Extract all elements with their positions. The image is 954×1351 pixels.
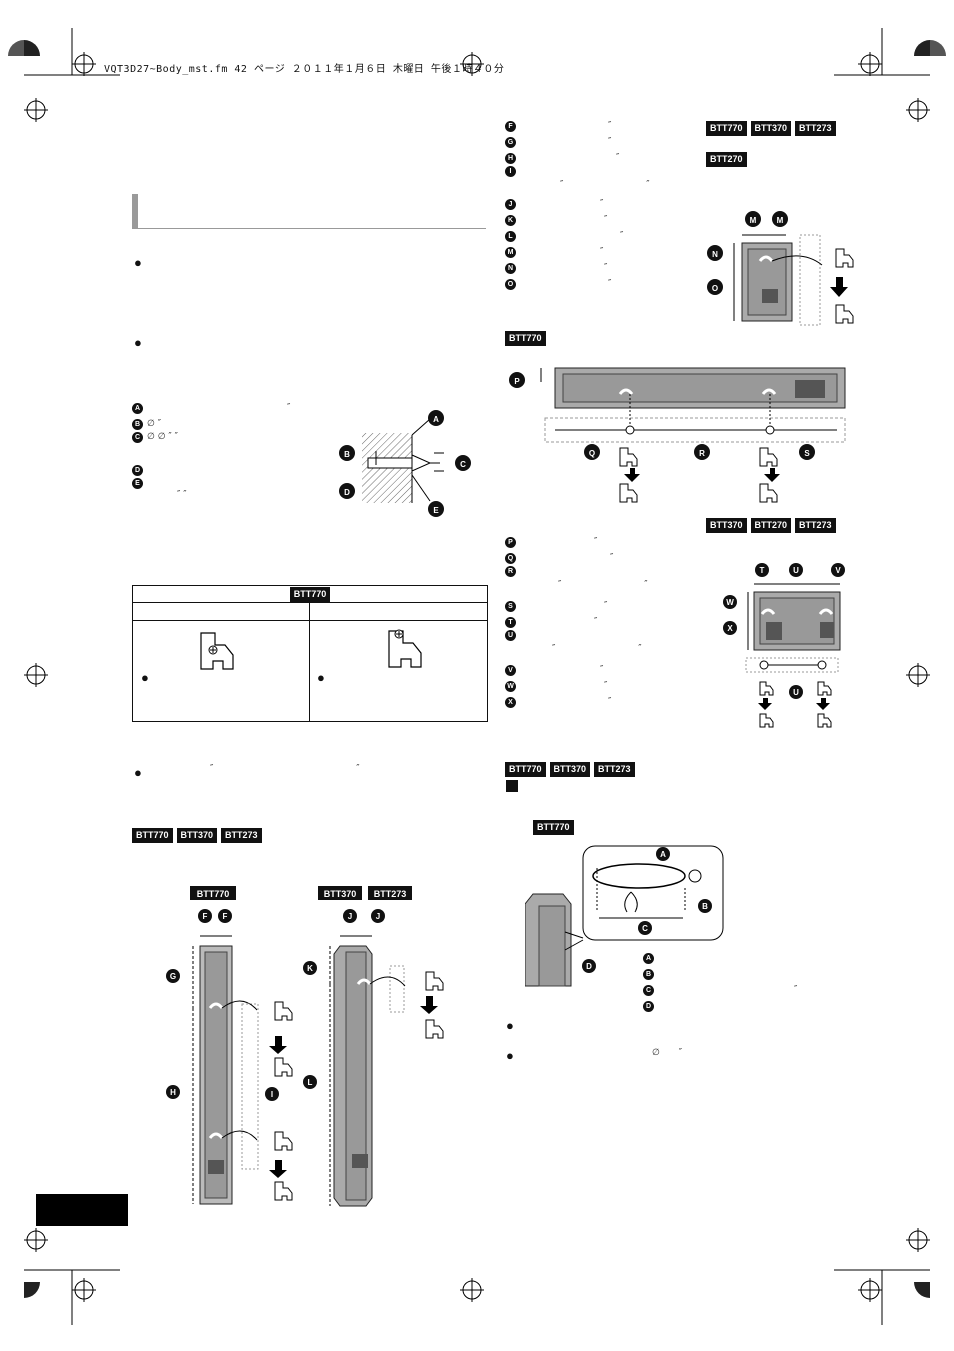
diagram-letter-x: X — [727, 624, 733, 633]
diagram-letter-t: T — [760, 566, 765, 575]
tag-btt770-diagram: BTT770 — [197, 889, 230, 899]
tag-btt770-left: BTT770 — [132, 828, 173, 843]
label-d: D — [132, 464, 143, 476]
screw-label-list: A″ B∅ ″ C∅ ∅ ″ ″ D E″ ″ — [132, 400, 322, 504]
model-tags-row-sub: BTT370 BTT270 BTT273 — [706, 518, 836, 533]
subheading-square — [506, 780, 518, 792]
sub-label-list: P″ Q″ R″ ″ S″ T″ U″ ″ V″ W″ X″ — [505, 534, 705, 710]
diagram-letter-k: K — [307, 964, 313, 973]
diagram-letter-h: H — [170, 1088, 176, 1097]
diagram-letter-b: B — [344, 450, 350, 459]
bullet-1: ● — [134, 255, 142, 270]
tag-btt770-cord2: BTT770 — [533, 820, 574, 835]
diagram-letter-i: I — [271, 1090, 273, 1099]
table-bullet-2: ● — [317, 670, 325, 685]
model-tags-row-right-top: BTT770 BTT370 BTT273 — [706, 121, 836, 136]
diagram-letter-p: P — [514, 377, 520, 386]
page-number-box — [36, 1194, 128, 1226]
diagram-letter-m2: M — [777, 216, 784, 225]
diagram-letter-w: W — [726, 598, 734, 607]
tall-speaker-diagram: BTT770 BTT370 BTT273 F F G H I J J K L — [166, 886, 444, 1207]
table-bullet-1: ● — [141, 670, 149, 685]
label-c: C — [132, 432, 143, 443]
diagram-letter-v: V — [835, 566, 841, 575]
diagram-letter-j1: J — [348, 912, 352, 921]
btt770-hook-table: BTT770 ● ● — [132, 585, 488, 722]
diagram-letter-d: D — [344, 488, 350, 497]
diagram-letter-u2: U — [793, 688, 799, 697]
hook-wrong-icon — [200, 632, 234, 670]
tag-btt273-cord: BTT273 — [594, 762, 635, 777]
tag-btt273-sub: BTT273 — [795, 518, 836, 533]
diagram-letter-e: E — [433, 506, 439, 515]
diagram-letter-q: Q — [589, 449, 595, 458]
cord-label-list: A B C″ D — [643, 950, 813, 1014]
small-speaker-diagram: M M N O — [707, 211, 854, 326]
tag-btt370-diagram: BTT370 — [324, 889, 357, 899]
btt770-unit-diagram: P Q R S — [509, 367, 846, 503]
tag-btt370-rt: BTT370 — [750, 121, 792, 136]
bullet-5: ● — [506, 1048, 514, 1063]
cord-letter-b: B — [702, 902, 708, 911]
label-a: A — [132, 402, 143, 414]
diagram-letter-c: C — [460, 460, 466, 469]
tag-btt770-rt: BTT770 — [706, 121, 747, 136]
screw-wall-diagram: A B C D E — [339, 410, 471, 517]
tag-btt370-sub: BTT370 — [706, 518, 747, 533]
diagram-letter-m1: M — [750, 216, 757, 225]
bullet-2: ● — [134, 335, 142, 350]
diagram-letter-g: G — [170, 972, 176, 981]
label-b: B — [132, 418, 143, 430]
diagram-letter-l: L — [308, 1078, 313, 1087]
diagram-letter-r: R — [699, 449, 705, 458]
diagram-letter-a: A — [433, 415, 439, 424]
diagram-letter-u1: U — [793, 566, 799, 575]
subwoofer-mount-diagram: T U V W X U — [723, 563, 845, 728]
label-e: E — [132, 478, 143, 489]
bullet-3-text: ″ ″ — [210, 764, 430, 774]
tag-btt273-left: BTT273 — [221, 828, 262, 843]
model-tags-row-left: BTT770 BTT370 BTT273 — [132, 828, 262, 843]
hook-correct-icon — [388, 629, 422, 668]
diagram-letter-n: N — [712, 250, 718, 259]
file-header-line: VQT3D27~Body_mst.fm 42 ページ ２０１１年１月６日 木曜日… — [104, 64, 505, 75]
speaker-label-list: F″ G″ H″ I″ ″ J″ K″ L″ M″ N″ O″ — [505, 118, 695, 292]
tag-btt770-cord: BTT770 — [505, 762, 546, 777]
cord-letter-c: C — [642, 924, 648, 933]
cord-letter-a: A — [660, 850, 666, 859]
bullet-3: ● — [134, 765, 142, 780]
diagram-letter-s: S — [804, 449, 810, 458]
diagram-letter-o: O — [712, 284, 718, 293]
model-tags-row-cord: BTT770 BTT370 BTT273 — [505, 762, 635, 777]
cord-letter-d: D — [586, 962, 592, 971]
tag-btt273-diagram: BTT273 — [374, 889, 407, 899]
diagram-letter-j2: J — [376, 912, 380, 921]
diagram-letter-f1: F — [203, 912, 208, 921]
bullet-5-text: ∅ ″ — [652, 1048, 691, 1058]
section-heading-bar — [132, 194, 486, 229]
cord-tie-diagram: A B C D — [525, 845, 724, 987]
diagram-letter-f2: F — [223, 912, 228, 921]
tag-btt270-sub: BTT270 — [750, 518, 792, 533]
tag-btt770: BTT770 — [289, 586, 331, 602]
tag-btt370-cord: BTT370 — [549, 762, 591, 777]
tag-btt770-sub: BTT770 — [505, 331, 546, 346]
tag-btt370-left: BTT370 — [176, 828, 218, 843]
bullet-4: ● — [506, 1018, 514, 1033]
tag-btt270-rt: BTT270 — [706, 152, 747, 167]
tag-btt273-rt: BTT273 — [795, 121, 836, 136]
